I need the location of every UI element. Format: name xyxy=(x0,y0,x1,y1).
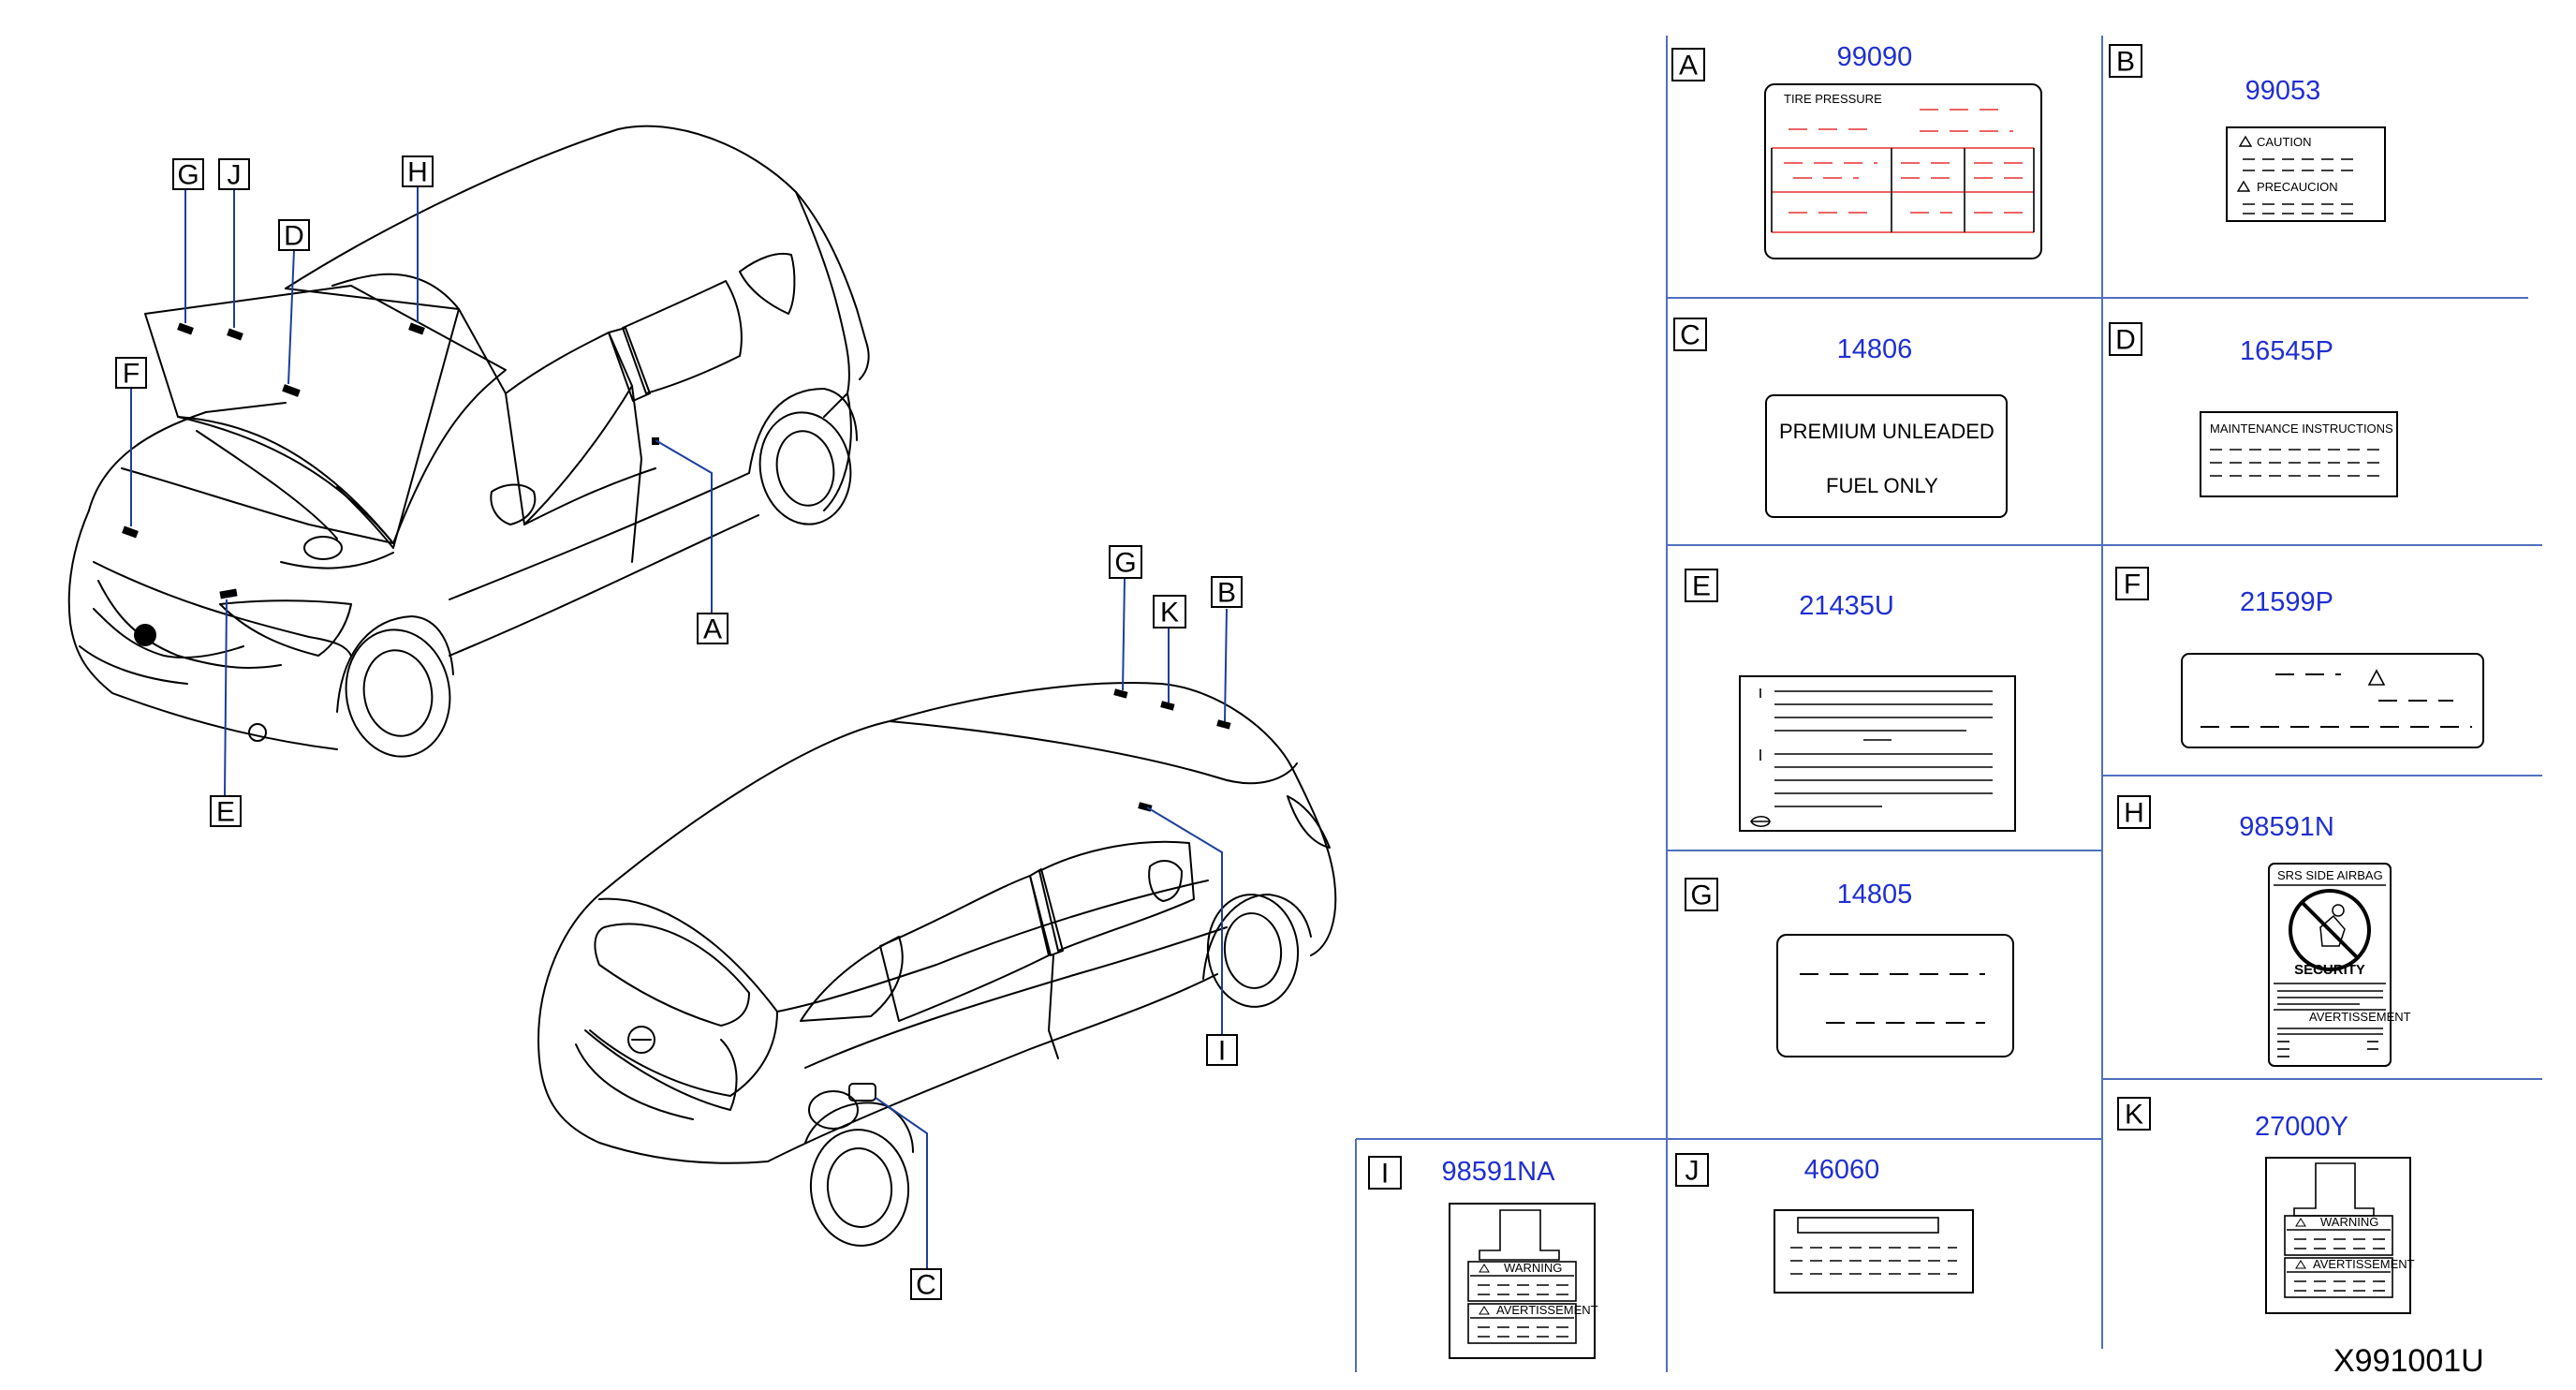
callout-d-front: D xyxy=(278,219,310,252)
callout-g-rear: G xyxy=(1109,545,1142,579)
warning-label xyxy=(2181,653,2484,748)
callout-a-front: A xyxy=(697,613,729,645)
part-number-k: 27000Y xyxy=(2255,1112,2348,1142)
svg-text:G: G xyxy=(177,160,199,191)
svg-text:TIRE PRESSURE: TIRE PRESSURE xyxy=(1784,92,1882,106)
callout-h-front: H xyxy=(402,155,434,188)
drawing-number: X991001U xyxy=(2333,1343,2484,1379)
part-number-a: 99090 xyxy=(1837,42,1913,72)
tire-pressure-label: TIRE PRESSURE xyxy=(1764,83,2042,259)
svg-text:J: J xyxy=(1685,1156,1700,1187)
svg-text:FUEL ONLY: FUEL ONLY xyxy=(1826,474,1938,497)
rear-car-leaders xyxy=(875,577,1228,1269)
callout-e-front: E xyxy=(210,795,242,828)
svg-text:J: J xyxy=(228,160,242,191)
callout-f-front: F xyxy=(115,357,147,390)
part-number-f: 21599P xyxy=(2240,587,2333,617)
rear-car-illustration xyxy=(537,682,1337,1247)
part-number-g: 14805 xyxy=(1837,880,1913,909)
maintenance-label: MAINTENANCE INSTRUCTIONS xyxy=(2200,411,2398,497)
callout-j-front: J xyxy=(218,158,250,191)
warning-triangle-icon xyxy=(1479,1306,1490,1315)
part-number-h: 98591N xyxy=(2239,812,2334,842)
part-cell-g: G 14805 xyxy=(1685,878,2014,1057)
callout-b-rear: B xyxy=(1211,576,1243,609)
svg-text:MAINTENANCE INSTRUCTIONS: MAINTENANCE INSTRUCTIONS xyxy=(2210,421,2393,436)
svg-text:I: I xyxy=(1381,1159,1389,1190)
svg-text:I: I xyxy=(1218,1036,1226,1067)
airbag-warning-label-i: WARNING AVERTISSEMENT xyxy=(1449,1203,1598,1359)
blank-label-j xyxy=(1774,1209,1974,1294)
svg-text:SECURITY: SECURITY xyxy=(2294,962,2365,978)
no-child-seat-icon xyxy=(2289,889,2371,971)
front-car-leaders xyxy=(130,187,713,797)
callout-g-front: G xyxy=(172,158,204,191)
srs-airbag-label: SRS SIDE AIRBAG SECURITY AVERTISSEMENT xyxy=(2268,863,2411,1067)
part-cell-j: J 46060 xyxy=(1675,1153,1974,1294)
warning-triangle-icon xyxy=(2295,1260,2306,1269)
callout-c-rear: C xyxy=(910,1268,942,1301)
svg-text:E: E xyxy=(1692,571,1711,602)
svg-text:K: K xyxy=(1160,598,1179,628)
svg-text:C: C xyxy=(1680,320,1700,351)
part-cell-k: K 27000Y WARNING AVERTISSEMENT xyxy=(2117,1097,2415,1314)
airbag-warning-label-k: WARNING AVERTISSEMENT xyxy=(2265,1157,2415,1314)
part-cell-i: I 98591NA WARNING AVERTISSEMENT xyxy=(1368,1156,1598,1359)
svg-text:CAUTION: CAUTION xyxy=(2257,135,2312,149)
part-number-c: 14806 xyxy=(1837,334,1913,364)
warning-triangle-icon xyxy=(2236,180,2251,192)
part-number-j: 46060 xyxy=(1804,1155,1880,1185)
part-number-b: 99053 xyxy=(2245,76,2321,106)
svg-text:AVERTISSEMENT: AVERTISSEMENT xyxy=(1496,1303,1598,1317)
svg-text:AVERTISSEMENT: AVERTISSEMENT xyxy=(2309,1010,2411,1024)
part-number-e: 21435U xyxy=(1799,591,1894,621)
svg-text:F: F xyxy=(123,359,140,390)
blank-label xyxy=(1776,934,2014,1057)
svg-text:A: A xyxy=(1679,51,1698,81)
svg-text:K: K xyxy=(2125,1100,2143,1131)
svg-text:AVERTISSEMENT: AVERTISSEMENT xyxy=(2313,1257,2415,1271)
car-callouts: G J H D F A E G K B I C xyxy=(115,155,1243,1301)
svg-text:B: B xyxy=(2116,47,2135,78)
parts-table-grid xyxy=(1355,36,2542,1372)
svg-text:H: H xyxy=(2124,798,2144,829)
warning-triangle-icon xyxy=(2238,135,2253,147)
part-number-i: 98591NA xyxy=(1442,1157,1556,1187)
svg-text:A: A xyxy=(703,614,722,645)
fuel-label: PREMIUM UNLEADED FUEL ONLY xyxy=(1765,394,2008,518)
warning-triangle-icon xyxy=(2367,669,2386,686)
callout-i-rear: I xyxy=(1206,1034,1238,1067)
svg-text:H: H xyxy=(407,157,428,188)
svg-text:G: G xyxy=(1690,880,1712,911)
svg-text:D: D xyxy=(284,221,304,252)
svg-text:C: C xyxy=(916,1270,936,1301)
part-cell-e: E 21435U xyxy=(1685,569,2016,832)
part-number-d: 16545P xyxy=(2240,336,2333,366)
svg-text:E: E xyxy=(216,797,235,828)
caution-label: CAUTION PRECAUCION xyxy=(2226,126,2386,222)
part-cell-b: B 99053 CAUTION PRECAUCION xyxy=(2109,44,2386,222)
part-cell-d: D 16545P MAINTENANCE INSTRUCTIONS xyxy=(2109,322,2398,497)
svg-text:B: B xyxy=(1217,578,1236,609)
part-cell-f: F 21599P xyxy=(2115,567,2484,748)
svg-text:D: D xyxy=(2115,325,2136,356)
svg-text:WARNING: WARNING xyxy=(1504,1261,1562,1275)
svg-text:G: G xyxy=(1114,548,1136,579)
part-cell-h: H 98591N SRS SIDE AIRBAG SECURITY AVERTI… xyxy=(2117,795,2411,1067)
callout-k-rear: K xyxy=(1153,595,1186,628)
warning-triangle-icon xyxy=(2295,1218,2306,1227)
svg-text:SRS SIDE AIRBAG: SRS SIDE AIRBAG xyxy=(2277,868,2383,882)
svg-text:PRECAUCION: PRECAUCION xyxy=(2257,180,2338,194)
svg-text:F: F xyxy=(2124,569,2141,600)
part-cell-a: A 99090 TIRE PRESSURE xyxy=(1671,42,2042,259)
svg-text:WARNING: WARNING xyxy=(2320,1215,2378,1229)
brand-emblem-icon xyxy=(134,624,156,646)
svg-text:PREMIUM UNLEADED: PREMIUM UNLEADED xyxy=(1779,420,1995,443)
warning-triangle-icon xyxy=(1479,1264,1490,1273)
instruction-label xyxy=(1739,675,2016,832)
front-car-illustration xyxy=(67,125,870,758)
part-cell-c: C 14806 PREMIUM UNLEADED FUEL ONLY xyxy=(1673,318,2008,518)
